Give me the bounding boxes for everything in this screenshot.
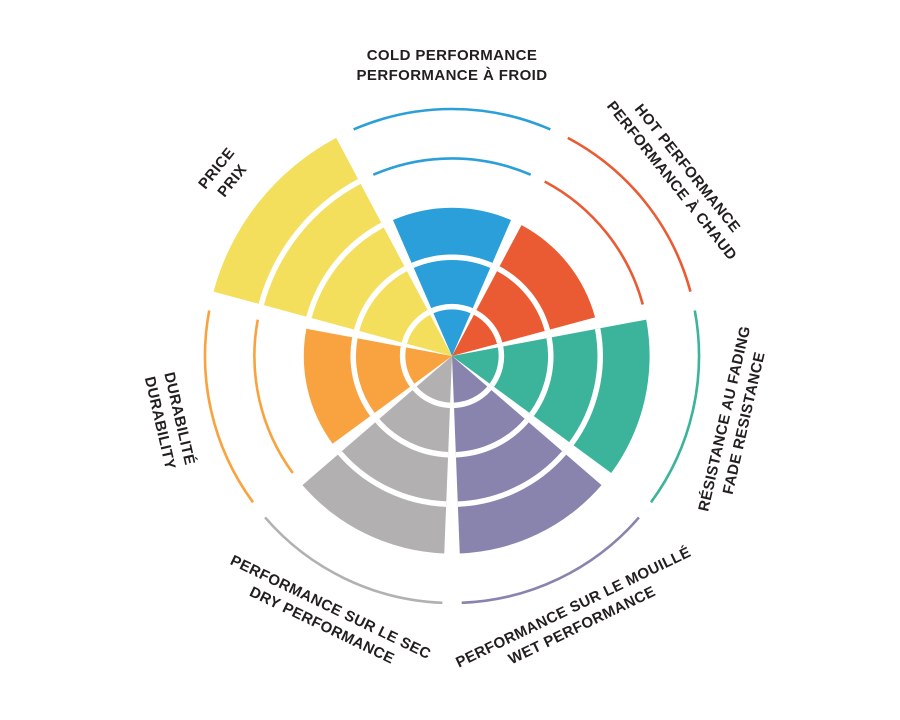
ring-divider-hot-performance-1 — [473, 309, 503, 344]
ring-divider-dry-performance-1 — [412, 386, 451, 409]
segment-wedge-durability — [303, 328, 452, 444]
ring-divider-wet-performance-3 — [457, 451, 567, 507]
ring-divider-price-4 — [258, 179, 361, 306]
level-outline-wet-performance-5 — [461, 516, 640, 605]
level-outline-cold-performance-4 — [372, 157, 532, 176]
ring-divider-dry-performance-2 — [375, 418, 449, 458]
level-outline-durability-4 — [253, 319, 294, 474]
ring-divider-cold-performance-2 — [411, 254, 493, 268]
level-outline-hot-performance-5 — [567, 136, 692, 292]
segment-wedge-wet-performance — [452, 356, 602, 554]
segment-wedge-price — [213, 137, 452, 356]
ring-divider-fade-resistance-1 — [489, 346, 505, 387]
ring-divider-cold-performance-1 — [431, 303, 473, 314]
ring-divider-price-3 — [306, 222, 384, 319]
ring-divider-durability-2 — [350, 337, 375, 417]
ring-divider-price-1 — [401, 309, 431, 344]
ring-divider-wet-performance-1 — [453, 386, 492, 409]
level-outline-fade-resistance-5 — [649, 310, 701, 504]
level-outline-cold-performance-5 — [353, 107, 551, 131]
segment-wedge-cold-performance — [392, 207, 512, 356]
ring-divider-durability-1 — [399, 346, 415, 387]
segment-wedge-dry-performance — [302, 356, 452, 554]
ring-divider-wet-performance-2 — [455, 418, 529, 458]
level-outline-hot-performance-4 — [544, 180, 645, 305]
ring-divider-fade-resistance-3 — [569, 328, 603, 446]
ring-divider-fade-resistance-2 — [529, 337, 554, 417]
level-outline-durability-5 — [203, 310, 255, 504]
ring-divider-price-2 — [353, 266, 407, 331]
ring-divider-dry-performance-3 — [337, 451, 447, 507]
ring-divider-hot-performance-2 — [497, 266, 551, 331]
level-outline-dry-performance-5 — [264, 516, 443, 605]
